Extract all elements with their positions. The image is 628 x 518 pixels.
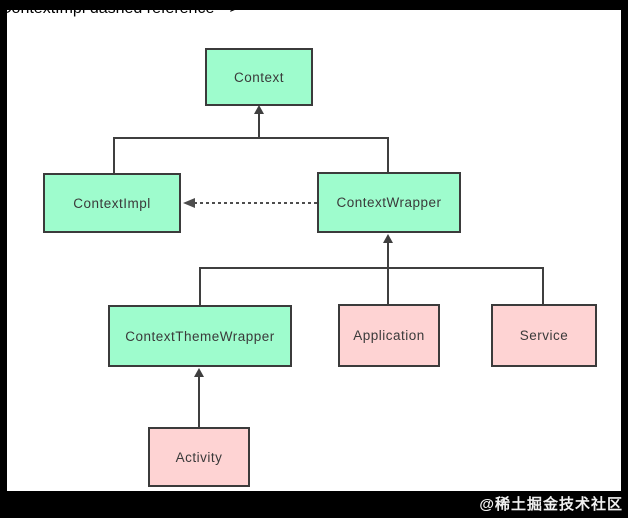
edge-contextwrapper-to-contextimpl-dashed bbox=[194, 202, 317, 204]
edge-contextwrapper-bus-horizontal bbox=[199, 267, 544, 269]
watermark-text: @稀土掘金技术社区 bbox=[479, 496, 623, 513]
node-context: Context bbox=[205, 48, 313, 106]
node-service: Service bbox=[491, 304, 597, 367]
arrowhead-up-into-contextwrapper-icon bbox=[383, 234, 393, 243]
node-contextimpl: ContextImpl bbox=[43, 173, 181, 233]
frame-border-top bbox=[0, 0, 628, 10]
edge-application-to-bus bbox=[387, 269, 389, 304]
node-application: Application bbox=[338, 304, 440, 367]
node-activity: Activity bbox=[148, 427, 250, 487]
frame-border-bottom bbox=[0, 491, 628, 518]
node-contextwrapper: ContextWrapper bbox=[317, 172, 461, 233]
frame-border-right bbox=[621, 0, 628, 518]
node-contextthemewrapper: ContextThemeWrapper bbox=[108, 305, 292, 367]
arrowhead-up-into-contextthemewrapper-icon bbox=[194, 368, 204, 377]
arrowhead-up-into-context-icon bbox=[254, 105, 264, 114]
edge-contextwrapper-to-bus bbox=[387, 138, 389, 172]
arrowhead-left-into-contextimpl-icon bbox=[183, 198, 195, 208]
edge-service-to-bus bbox=[542, 269, 544, 304]
edge-contextimpl-to-bus bbox=[113, 138, 115, 173]
frame-border-left bbox=[0, 0, 7, 518]
edge-contextthemewrapper-to-bus bbox=[199, 269, 201, 305]
edge-contextwrapper-arrow-stem bbox=[387, 242, 389, 268]
edge-context-arrow-stem bbox=[258, 113, 260, 138]
edge-context-bus-horizontal bbox=[113, 137, 389, 139]
edge-activity-arrow-stem bbox=[198, 376, 200, 427]
